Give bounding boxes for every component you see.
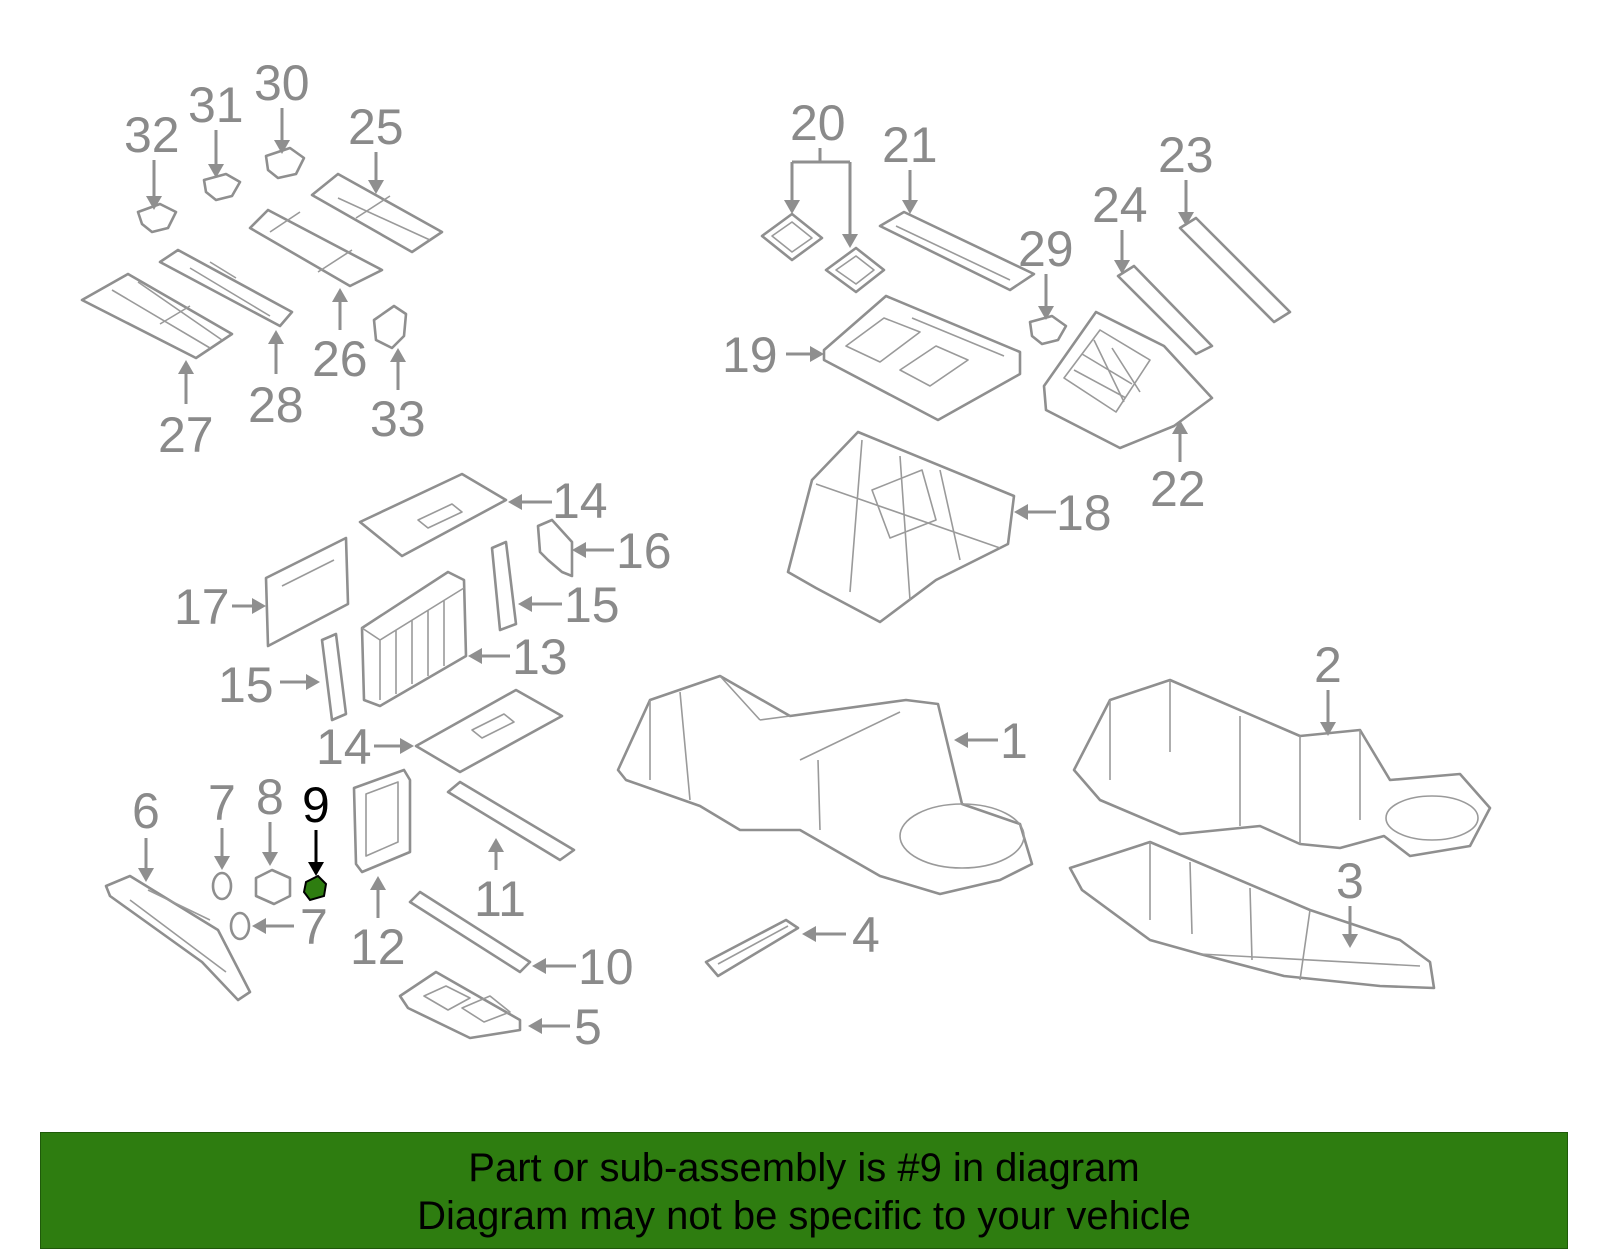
callout-26: 26 [312, 331, 368, 387]
part-15-seal-lower[interactable] [320, 632, 348, 722]
callout-4: 4 [852, 907, 880, 963]
callout-9-highlighted: 9 [302, 777, 330, 833]
part-19-housing-cover[interactable] [822, 294, 1022, 422]
callout-31: 31 [188, 77, 244, 133]
part-28-filter-cover[interactable] [158, 248, 294, 328]
part-11-seal-strip[interactable] [446, 780, 576, 862]
part-27-filter-cover[interactable] [80, 272, 234, 360]
banner-part-note: Part or sub-assembly is #9 in diagram [468, 1146, 1140, 1190]
part-31-clip[interactable] [202, 172, 242, 202]
callout-10: 10 [578, 939, 634, 995]
callout-17: 17 [174, 579, 230, 635]
callout-arrows [138, 108, 1358, 1034]
part-7-oring-b[interactable] [229, 911, 251, 941]
callout-27: 27 [158, 407, 214, 463]
callout-29: 29 [1018, 221, 1074, 277]
callout-3: 3 [1336, 853, 1364, 909]
callout-labels: 32 31 30 25 26 33 28 27 20 21 23 24 29 1… [124, 55, 1364, 1055]
callout-2: 2 [1314, 637, 1342, 693]
part-2-case-half[interactable] [1072, 678, 1492, 858]
callout-21: 21 [882, 117, 938, 173]
callout-9-arrow [308, 830, 324, 876]
callout-22: 22 [1150, 461, 1206, 517]
banner-disclaimer: Diagram may not be specific to your vehi… [417, 1194, 1191, 1238]
part-4-seal[interactable] [704, 918, 800, 978]
part-14-plate-upper[interactable] [358, 472, 508, 558]
part-13-evaporator[interactable] [360, 570, 468, 708]
callout-11: 11 [474, 871, 526, 927]
part-29-clip[interactable] [1028, 314, 1068, 346]
callout-24: 24 [1092, 177, 1148, 233]
part-5-duct[interactable] [398, 970, 522, 1040]
part-24-seal[interactable] [1116, 264, 1214, 356]
part-26-filter-cover[interactable] [248, 208, 384, 288]
parts-diagram: 32 31 30 25 26 33 28 27 20 21 23 24 29 1… [80, 55, 1492, 1055]
callout-12: 12 [350, 919, 406, 975]
part-15-seal-upper[interactable] [490, 540, 518, 632]
info-banner: Part or sub-assembly is #9 in diagram Di… [40, 1132, 1568, 1249]
callout-15-upper: 15 [564, 577, 620, 633]
callout-19: 19 [722, 327, 778, 383]
callout-32: 32 [124, 107, 180, 163]
callout-5: 5 [574, 999, 602, 1055]
callout-30: 30 [254, 55, 310, 111]
callout-14-upper: 14 [552, 473, 608, 529]
callout-20: 20 [790, 95, 846, 151]
part-23-seal[interactable] [1178, 216, 1292, 324]
part-22-filter-housing[interactable] [1042, 310, 1214, 450]
callout-18: 18 [1056, 485, 1112, 541]
callout-33: 33 [370, 391, 426, 447]
part-32-clip[interactable] [136, 202, 178, 234]
callout-7-upper: 7 [208, 775, 236, 831]
part-9-highlighted[interactable] [302, 874, 328, 902]
callout-14-lower: 14 [316, 719, 372, 775]
part-8-block[interactable] [254, 868, 292, 906]
part-7-oring-a[interactable] [211, 871, 233, 901]
part-33-bracket[interactable] [372, 304, 408, 350]
part-12-seal-frame[interactable] [352, 768, 412, 874]
part-1-case-lower[interactable] [616, 674, 1034, 896]
callout-1: 1 [1000, 713, 1028, 769]
callout-7-lower: 7 [300, 899, 328, 955]
part-21-seal[interactable] [878, 210, 1036, 292]
callout-16: 16 [616, 523, 672, 579]
callout-15-lower: 15 [218, 657, 274, 713]
part-10-seal-strip[interactable] [408, 890, 532, 974]
part-25-filter-cover[interactable] [310, 172, 444, 254]
part-16-bracket[interactable] [536, 518, 574, 578]
part-20-grommet-b[interactable] [824, 246, 886, 294]
callout-13: 13 [512, 629, 568, 685]
callout-6: 6 [132, 783, 160, 839]
callout-25: 25 [348, 99, 404, 155]
part-20-grommet-a[interactable] [760, 212, 824, 262]
callout-28: 28 [248, 377, 304, 433]
part-18-case-upper[interactable] [786, 430, 1016, 624]
part-14-plate-lower[interactable] [414, 688, 564, 774]
callout-8: 8 [256, 769, 284, 825]
part-6-actuator-bracket[interactable] [104, 874, 252, 1002]
part-30-clip[interactable] [264, 146, 306, 180]
part-17-plate[interactable] [264, 536, 350, 648]
callout-23: 23 [1158, 127, 1214, 183]
part-3-case-base[interactable] [1068, 840, 1436, 990]
